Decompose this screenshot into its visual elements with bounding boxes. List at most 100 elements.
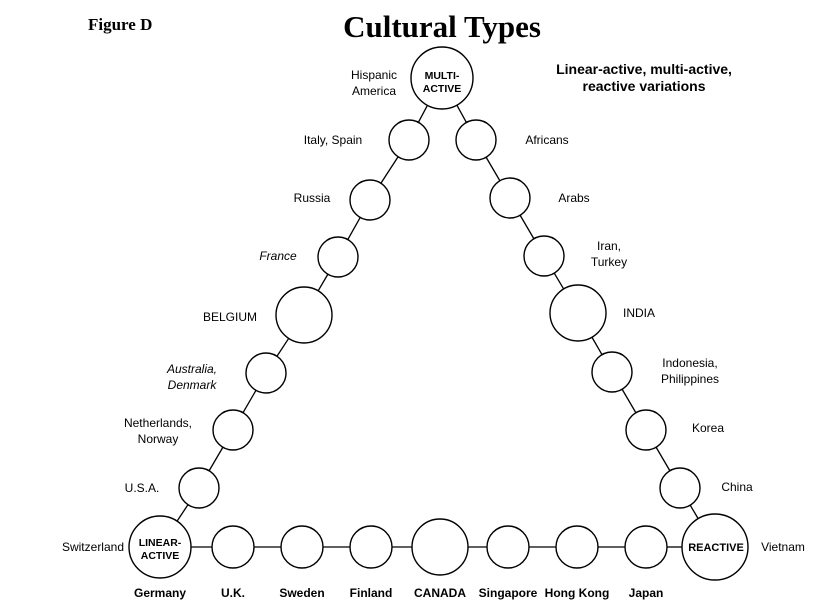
diagram-title: Cultural Types bbox=[343, 9, 541, 44]
connector-australia-netherlands bbox=[242, 389, 257, 414]
label-russia-line-1: Russia bbox=[294, 191, 331, 205]
node-korea bbox=[625, 409, 667, 451]
connector-iran-india bbox=[553, 272, 565, 290]
node-sweden bbox=[280, 525, 324, 569]
node-iran bbox=[523, 235, 565, 277]
label-arabs-line-1: Arabs bbox=[558, 191, 589, 205]
corner-linear-active-line-2: ACTIVE bbox=[141, 550, 180, 562]
node-australia bbox=[245, 352, 287, 394]
label-netherlands: Netherlands, Norway bbox=[124, 416, 192, 446]
connector-france-belgium bbox=[317, 273, 329, 292]
corner-linear-active-line-1: LINEAR- bbox=[139, 537, 182, 549]
connector-usa-linear bbox=[176, 504, 189, 522]
label-japan-line-1: Japan bbox=[629, 586, 664, 600]
label-africans: Africans bbox=[525, 133, 568, 147]
label-finland: Finland bbox=[350, 586, 393, 600]
label-hongkong-line-1: Hong Kong bbox=[545, 586, 610, 600]
node-uk bbox=[211, 525, 255, 569]
label-france-line-1: France bbox=[259, 249, 297, 263]
label-belgium-line-1: BELGIUM bbox=[203, 310, 257, 324]
label-sweden: Sweden bbox=[279, 586, 324, 600]
label-iran-line-2: Turkey bbox=[591, 255, 627, 269]
label-singapore-line-1: Singapore bbox=[479, 586, 538, 600]
connector-netherlands-usa bbox=[208, 446, 224, 472]
label-arabs: Arabs bbox=[558, 191, 589, 205]
connector-africans-arabs bbox=[485, 156, 501, 182]
figure-label: Figure D bbox=[88, 15, 152, 34]
label-singapore: Singapore bbox=[479, 586, 538, 600]
label-indonesia-line-2: Philippines bbox=[661, 372, 719, 386]
label-germany-line-1: Germany bbox=[134, 586, 186, 600]
node-belgium bbox=[275, 286, 333, 344]
node-reactive bbox=[681, 513, 749, 581]
connector-indonesia-korea bbox=[621, 388, 637, 414]
label-china: China bbox=[721, 480, 753, 494]
connector-multi-italy bbox=[417, 105, 429, 123]
label-india: INDIA bbox=[623, 306, 655, 320]
node-hongkong bbox=[555, 525, 599, 569]
label-japan: Japan bbox=[629, 586, 664, 600]
node-finland bbox=[349, 525, 393, 569]
label-russia: Russia bbox=[294, 191, 331, 205]
label-switzerland-line-1: Switzerland bbox=[62, 540, 124, 554]
label-canada: CANADA bbox=[414, 586, 466, 600]
corner-multi-active-line-1: MULTI- bbox=[425, 70, 460, 82]
node-japan bbox=[624, 525, 668, 569]
label-africans-line-1: Africans bbox=[525, 133, 568, 147]
label-hongkong: Hong Kong bbox=[545, 586, 610, 600]
label-germany: Germany bbox=[134, 586, 186, 600]
label-australia: Australia, Denmark bbox=[166, 362, 217, 392]
node-africans bbox=[455, 119, 497, 161]
node-canada bbox=[411, 518, 469, 576]
label-belgium: BELGIUM bbox=[203, 310, 257, 324]
connector-russia-france bbox=[347, 217, 361, 240]
label-iran-line-1: Iran, bbox=[597, 239, 621, 253]
connector-india-indonesia bbox=[591, 336, 603, 355]
corner-reactive: REACTIVE bbox=[688, 542, 744, 554]
label-korea-line-1: Korea bbox=[692, 421, 724, 435]
node-singapore bbox=[486, 525, 530, 569]
label-indonesia-line-1: Indonesia, bbox=[662, 356, 717, 370]
label-netherlands-line-1: Netherlands, bbox=[124, 416, 192, 430]
connector-korea-china bbox=[655, 446, 671, 472]
node-linear bbox=[128, 515, 192, 579]
label-canada-line-1: CANADA bbox=[414, 586, 466, 600]
label-china-line-1: China bbox=[721, 480, 753, 494]
label-italy-line-1: Italy, Spain bbox=[304, 133, 362, 147]
connector-multi-africans bbox=[456, 104, 467, 123]
connector-arabs-iran bbox=[519, 214, 535, 240]
connector-lines bbox=[176, 104, 699, 548]
label-australia-line-1: Australia, bbox=[166, 362, 217, 376]
corner-multi-active: MULTI-ACTIVE bbox=[423, 70, 462, 95]
subtitle-line-1: Linear-active, multi-active, bbox=[556, 61, 732, 77]
corner-reactive-line-1: REACTIVE bbox=[688, 542, 744, 554]
label-finland-line-1: Finland bbox=[350, 586, 393, 600]
label-uk: U.K. bbox=[221, 586, 245, 600]
node-indonesia bbox=[591, 351, 633, 393]
label-iran: Iran, Turkey bbox=[591, 239, 627, 269]
connector-china-reactive bbox=[689, 504, 699, 519]
label-australia-line-2: Denmark bbox=[168, 378, 218, 392]
label-korea: Korea bbox=[692, 421, 724, 435]
corner-multi-active-line-2: ACTIVE bbox=[423, 83, 462, 95]
label-sweden-line-1: Sweden bbox=[279, 586, 324, 600]
node-usa bbox=[178, 467, 220, 509]
label-vietnam: Vietnam bbox=[761, 540, 805, 554]
label-usa-line-1: U.S.A. bbox=[125, 481, 160, 495]
culture-nodes bbox=[128, 46, 749, 581]
connector-belgium-australia bbox=[276, 338, 290, 357]
label-vietnam-line-1: Vietnam bbox=[761, 540, 805, 554]
subtitle-line-2: reactive variations bbox=[583, 78, 706, 94]
connector-italy-russia bbox=[380, 156, 399, 184]
label-netherlands-line-2: Norway bbox=[138, 432, 179, 446]
label-hispanic-line-1: Hispanic bbox=[351, 68, 397, 82]
label-indonesia: Indonesia, Philippines bbox=[661, 356, 719, 386]
label-italy: Italy, Spain bbox=[304, 133, 362, 147]
label-hispanic-line-2: America bbox=[352, 84, 396, 98]
label-switzerland: Switzerland bbox=[62, 540, 124, 554]
node-india bbox=[549, 284, 607, 342]
culture-labels: MULTI-ACTIVELINEAR-ACTIVEREACTIVEHispani… bbox=[62, 68, 805, 600]
corner-linear-active: LINEAR-ACTIVE bbox=[139, 537, 182, 562]
